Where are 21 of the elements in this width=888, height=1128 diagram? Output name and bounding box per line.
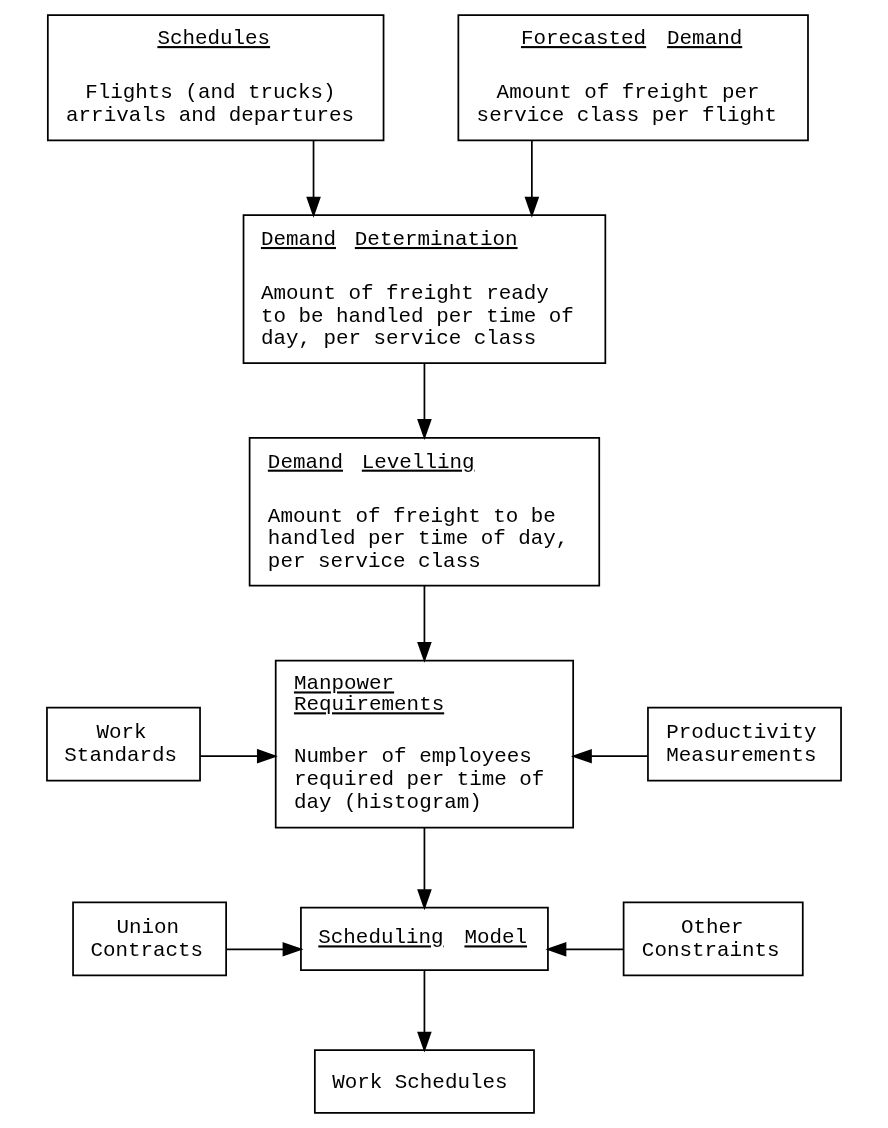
arrow (417, 826, 432, 911)
node-box: Work Standards (46, 706, 201, 782)
arrow (417, 585, 432, 663)
arrow (524, 139, 540, 218)
arrow (570, 748, 649, 764)
arrow (545, 942, 625, 957)
node-box: Work Schedules (313, 1049, 535, 1114)
node-box: Schedules Flights (and trucks) arrivals and departures (46, 14, 385, 142)
arrow (417, 362, 432, 440)
arrow (417, 969, 432, 1053)
node-box: Demand Determination Amount of freight ready to be handled per time of day, per service class (242, 214, 607, 364)
node-box: Productivity Measurements (647, 706, 842, 782)
arrow (225, 942, 304, 957)
arrow (306, 139, 321, 218)
node-box: Forecasted Demand Amount of freight per service class per flight (457, 14, 809, 142)
arrow (199, 748, 278, 764)
node-box: Other Constraints (622, 901, 804, 977)
node-box: Scheduling Model (300, 906, 549, 972)
node-box: Union Contracts (72, 901, 227, 977)
node-box: Manpower Requirements Number of employees required per time of day (histogram) (274, 659, 575, 829)
node-box: Demand Levelling Amount of freight to be handled per time of day, per service class (248, 437, 601, 587)
